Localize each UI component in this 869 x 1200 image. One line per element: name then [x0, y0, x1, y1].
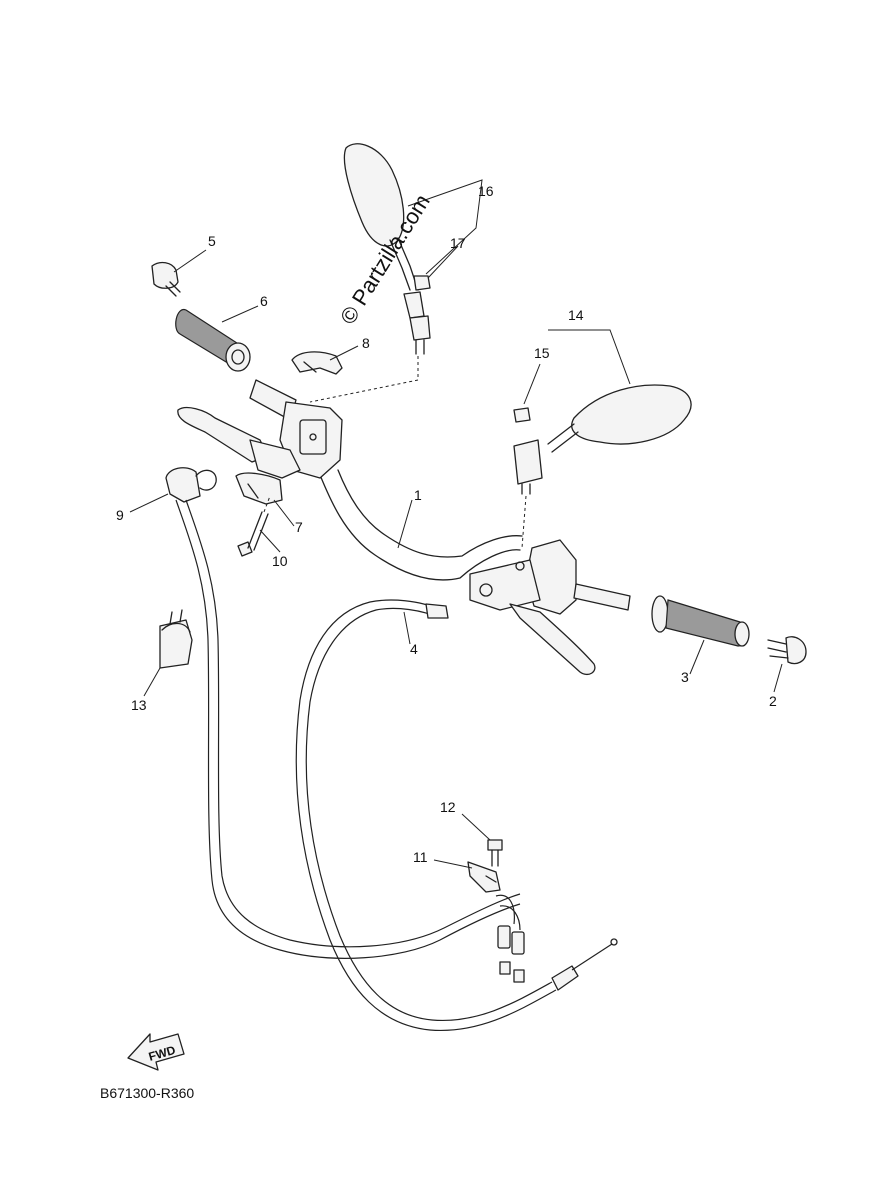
callout-14: 14: [568, 307, 584, 323]
right-mirror[interactable]: [513, 384, 692, 495]
callout-7: 7: [295, 519, 303, 535]
handlebar[interactable]: [317, 469, 523, 581]
cable-guide-screw[interactable]: [487, 839, 503, 867]
callout-1: 1: [414, 487, 422, 503]
clutch-cable[interactable]: [165, 467, 521, 959]
throttle-cables[interactable]: [295, 599, 618, 1032]
right-bar-end-weight[interactable]: [767, 636, 807, 665]
leader-lines: [129, 179, 783, 869]
clutch-lever[interactable]: [177, 406, 301, 479]
forward-direction-arrow: FWD: [127, 1033, 185, 1071]
callout-11: 11: [413, 849, 428, 865]
callout-4: 4: [410, 641, 418, 657]
left-bar-end-weight[interactable]: [151, 261, 181, 297]
throttle-grip[interactable]: [573, 583, 750, 647]
callout-16: 16: [478, 183, 494, 199]
callout-2: 2: [769, 693, 777, 709]
right-mirror-mount-dash: [521, 495, 527, 549]
front-brake-lever[interactable]: [509, 603, 596, 676]
diagram-code: B671300-R360: [100, 1085, 194, 1101]
callout-13: 13: [131, 697, 147, 713]
lever-holder[interactable]: [235, 472, 283, 505]
left-grip[interactable]: [175, 309, 251, 372]
holder-bolt[interactable]: [237, 511, 269, 557]
cable-end-fittings: [495, 894, 525, 983]
callout-6: 6: [260, 293, 268, 309]
left-mirror-mount-dash: [309, 356, 419, 403]
left-mirror-nut[interactable]: [413, 275, 431, 291]
right-mirror-nut[interactable]: [513, 407, 531, 423]
bolt-axis-dash: [263, 495, 271, 513]
cable-guide[interactable]: [467, 861, 501, 893]
callout-17: 17: [450, 235, 466, 251]
callout-8: 8: [362, 335, 370, 351]
left-mirror[interactable]: [343, 143, 431, 355]
callout-12: 12: [440, 799, 456, 815]
callout-9: 9: [116, 507, 124, 523]
callout-15: 15: [534, 345, 550, 361]
clutch-holder-bracket[interactable]: [291, 351, 343, 375]
right-handlebar-switch[interactable]: [469, 539, 577, 615]
cable-clamp[interactable]: [159, 609, 193, 669]
callout-5: 5: [208, 233, 216, 249]
left-handlebar-switch[interactable]: [279, 401, 343, 479]
callout-10: 10: [272, 553, 288, 569]
callout-3: 3: [681, 669, 689, 685]
